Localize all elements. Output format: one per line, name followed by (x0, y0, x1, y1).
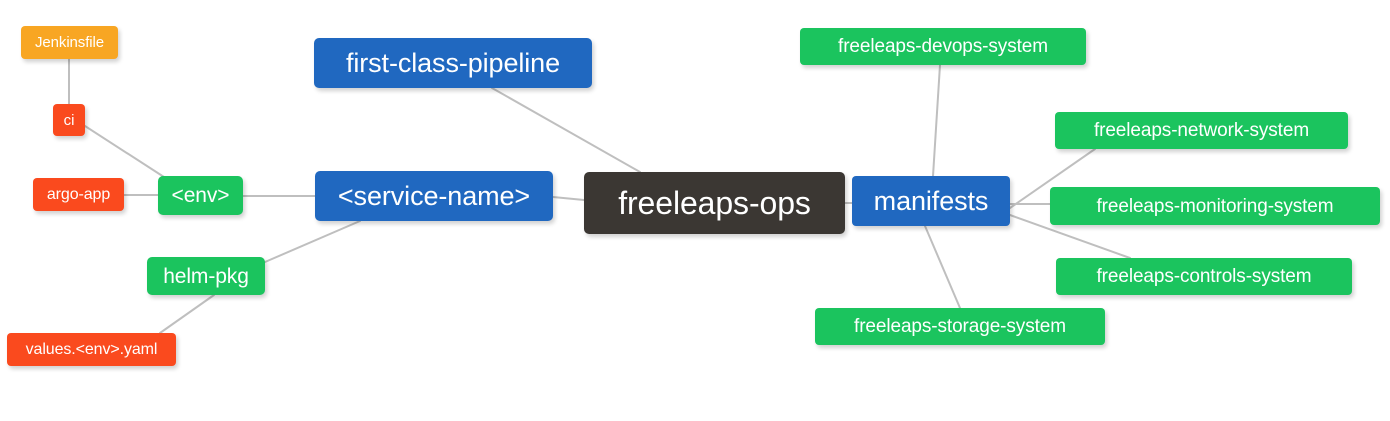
edge-ci-env (84, 125, 165, 178)
node-freeleaps-network-system[interactable]: freeleaps-network-system (1055, 112, 1348, 149)
node-label-freeleaps-network-system: freeleaps-network-system (1093, 120, 1310, 141)
edge-valuesyaml-helmpkg (159, 294, 215, 334)
node-label-helm-pkg: helm-pkg (163, 264, 249, 288)
node-ci[interactable]: ci (53, 104, 85, 136)
node-label-values-yaml: values.<env>.yaml (25, 340, 158, 358)
node-service-name[interactable]: <service-name> (315, 171, 553, 221)
node-env[interactable]: <env> (158, 176, 243, 215)
node-label-service-name: <service-name> (337, 180, 531, 211)
node-freeleaps-controls-system[interactable]: freeleaps-controls-system (1056, 258, 1352, 295)
node-label-manifests: manifests (873, 185, 989, 216)
node-first-class-pipeline[interactable]: first-class-pipeline (314, 38, 592, 88)
node-label-first-class-pipeline: first-class-pipeline (345, 47, 561, 78)
node-label-argo-app: argo-app (46, 185, 111, 203)
edge-manifests-devops (932, 64, 941, 177)
node-label-freeleaps-monitoring-system: freeleaps-monitoring-system (1096, 195, 1334, 217)
node-label-freeleaps-devops-system: freeleaps-devops-system (838, 36, 1048, 57)
node-label-freeleaps-storage-system: freeleaps-storage-system (854, 316, 1066, 337)
node-label-freeleaps-controls-system: freeleaps-controls-system (1096, 266, 1312, 287)
node-jenkinsfile[interactable]: Jenkinsfile (21, 26, 118, 59)
node-freeleaps-ops[interactable]: freeleaps-ops (584, 172, 845, 234)
node-label-env: <env> (171, 184, 230, 207)
edge-helmpkg-servicename (264, 220, 361, 263)
node-label-jenkinsfile: Jenkinsfile (35, 34, 104, 51)
edge-manifests-storage (924, 225, 961, 309)
node-freeleaps-storage-system[interactable]: freeleaps-storage-system (815, 308, 1105, 345)
node-argo-app[interactable]: argo-app (33, 178, 124, 211)
node-label-ci: ci (63, 111, 75, 129)
node-manifests[interactable]: manifests (852, 176, 1010, 226)
node-helm-pkg[interactable]: helm-pkg (147, 257, 265, 295)
node-values-yaml[interactable]: values.<env>.yaml (7, 333, 176, 366)
edge-servicename-ops (552, 196, 585, 201)
node-freeleaps-monitoring-system[interactable]: freeleaps-monitoring-system (1050, 187, 1380, 225)
node-freeleaps-devops-system[interactable]: freeleaps-devops-system (800, 28, 1086, 65)
edge-pipeline-ops (491, 87, 641, 173)
node-label-freeleaps-ops: freeleaps-ops (618, 185, 811, 221)
